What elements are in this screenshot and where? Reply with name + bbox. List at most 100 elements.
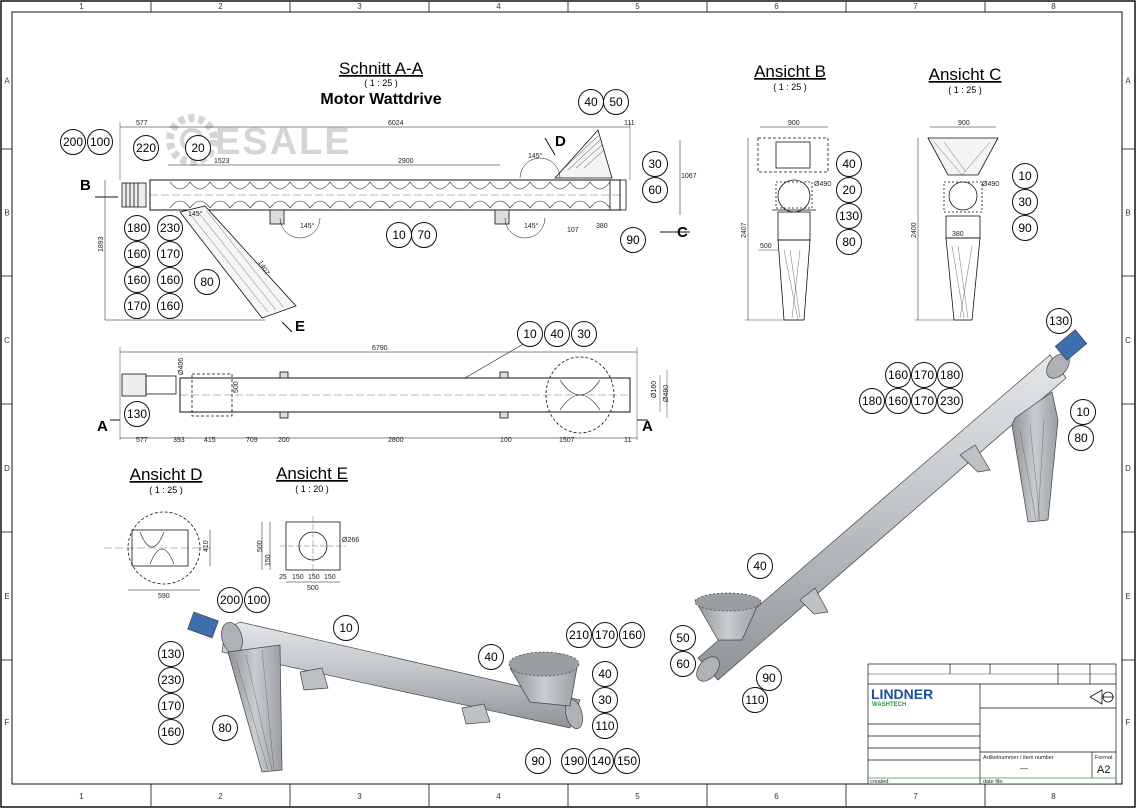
grid-col-label: 3 (357, 2, 362, 11)
balloon-label: 210 (569, 628, 589, 642)
balloon-20: 20 (185, 135, 211, 161)
view-letter-c: C (677, 224, 688, 241)
grid-col-label: 8 (1051, 2, 1056, 11)
balloon-label: 10 (523, 327, 537, 341)
grid-col-label: 6 (774, 2, 779, 11)
balloon-100: 100 (244, 587, 270, 613)
balloon-170: 170 (124, 293, 150, 319)
grid-row-label: A (4, 77, 10, 86)
balloon-label: 50 (676, 631, 690, 645)
balloon-50: 50 (603, 89, 629, 115)
balloon-label: 170 (160, 247, 180, 261)
title-block (867, 663, 1117, 785)
balloon-label: 40 (584, 95, 598, 109)
balloon-20: 20 (836, 177, 862, 203)
balloon-label: 110 (595, 719, 614, 733)
balloon-label: 160 (127, 273, 147, 287)
view-e-title: Ansicht E (276, 464, 348, 483)
dim-e500h: 500 (307, 585, 319, 592)
plan-view (110, 342, 668, 440)
balloon-label: 200 (220, 593, 240, 607)
view-letter-e: E (295, 318, 305, 335)
balloon-160: 160 (157, 267, 183, 293)
grid-row-label: B (1125, 209, 1130, 218)
dim-6024: 6024 (388, 120, 404, 127)
balloon-40: 40 (478, 644, 504, 670)
dim-480: Ø480 (663, 385, 670, 402)
dim-c490: Ø490 (982, 181, 999, 188)
balloon-70: 70 (411, 222, 437, 248)
view-letter-a-right: A (642, 418, 653, 435)
balloon-10: 10 (1070, 399, 1096, 425)
grid-col-label: 7 (913, 2, 918, 11)
balloon-230: 230 (158, 667, 184, 693)
watermark-text: ESALE (215, 121, 352, 163)
esale-watermark: ESALE (166, 114, 352, 166)
balloon-label: 60 (676, 657, 690, 671)
balloon-40: 40 (544, 321, 570, 347)
balloon-label: 130 (127, 407, 147, 421)
grid-col-label: 2 (218, 792, 223, 801)
balloon-label: 170 (914, 394, 934, 408)
balloon-230: 230 (937, 388, 963, 414)
balloon-label: 230 (940, 394, 960, 408)
balloon-160: 160 (158, 719, 184, 745)
balloon-190: 190 (561, 748, 587, 774)
balloon-130: 130 (124, 401, 150, 427)
gear-icon (166, 114, 218, 166)
dim-p100: 100 (500, 437, 512, 444)
grid-row-label: E (1125, 592, 1130, 601)
balloon-label: 10 (392, 228, 406, 242)
balloon-130: 130 (158, 641, 184, 667)
dim-1893: 1893 (98, 236, 105, 252)
dim-c380: 380 (952, 231, 964, 238)
grid-col-label: 1 (79, 2, 84, 11)
view-letter-d: D (555, 133, 566, 150)
balloon-10: 10 (517, 321, 543, 347)
grid-col-label: 8 (1051, 792, 1056, 801)
balloon-label: 40 (484, 650, 498, 664)
view-d-drawing (104, 511, 215, 591)
dim-160: Ø160 (651, 381, 658, 398)
section-aa-subtitle: Motor Wattdrive (320, 91, 441, 108)
balloon-label: 160 (161, 725, 181, 739)
view-c-drawing (915, 126, 999, 321)
section-aa-scale: ( 1 : 25 ) (364, 78, 398, 88)
section-aa-view (95, 122, 690, 333)
balloon-160: 160 (124, 267, 150, 293)
balloon-label: 90 (626, 233, 640, 247)
dim-p1507: 1507 (559, 437, 575, 444)
grid-col-label: 4 (496, 792, 501, 801)
view-b-scale: ( 1 : 25 ) (773, 82, 807, 92)
dim-6790: 6790 (372, 345, 388, 352)
dim-b500: 500 (760, 243, 772, 250)
dim-p709: 709 (246, 437, 258, 444)
balloon-110: 110 (742, 687, 768, 713)
balloon-label: 160 (127, 247, 147, 261)
balloon-label: 160 (160, 299, 180, 313)
grid-row-label: F (1126, 718, 1131, 727)
balloon-label: 40 (842, 157, 856, 171)
dim-c2400: 2400 (911, 222, 918, 238)
dim-c900: 900 (958, 120, 970, 127)
grid-col-label: 5 (635, 2, 640, 11)
grid-col-label: 1 (79, 792, 84, 801)
balloon-label: 130 (839, 209, 859, 223)
balloon-80: 80 (194, 269, 220, 295)
dim-406: Ø406 (178, 358, 185, 375)
balloon-40: 40 (578, 89, 604, 115)
dim-500: 500 (233, 381, 240, 393)
balloon-label: 30 (648, 157, 662, 171)
dim-e150a: 150 (292, 574, 304, 581)
balloon-40: 40 (836, 151, 862, 177)
balloon-label: 20 (191, 141, 205, 155)
balloon-label: 50 (609, 95, 623, 109)
balloon-10: 10 (333, 615, 359, 641)
balloon-label: 30 (577, 327, 591, 341)
balloon-180: 180 (937, 362, 963, 388)
grid-row-label: E (4, 592, 9, 601)
projection-symbol-icon (1089, 689, 1114, 705)
view-c-title: Ansicht C (929, 65, 1002, 84)
